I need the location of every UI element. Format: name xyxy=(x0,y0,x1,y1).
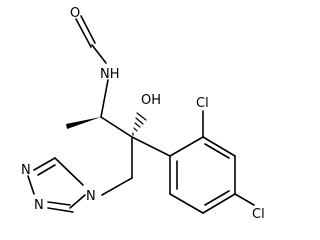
dichlorophenyl-ring xyxy=(169,136,236,214)
triazole-n1-label: N xyxy=(86,189,96,204)
para-chloro-label: Cl xyxy=(252,207,265,222)
nh-label: NH xyxy=(100,67,120,82)
triazole-ring xyxy=(27,157,86,213)
c2-aryl-bond xyxy=(131,136,171,157)
carbonyl-double-bond-a xyxy=(75,18,92,48)
formyl-c-n-bond xyxy=(91,44,107,64)
n-c-bond xyxy=(100,79,109,118)
carbonyl-double-bond-b xyxy=(80,15,96,44)
hydroxyl-label: OH xyxy=(141,93,161,108)
triazole-n4-label: N xyxy=(21,163,31,178)
chemical-structure-diagram: O NH OH Cl Cl N N N xyxy=(21,6,265,222)
carbonyl-oxygen-label: O xyxy=(70,6,80,21)
c1-c2-bond xyxy=(100,116,133,138)
ch2-n-bond xyxy=(101,177,133,196)
para-cl-bond xyxy=(234,193,255,206)
hydroxyl-hashed-wedge xyxy=(132,112,147,136)
ortho-chloro-label: Cl xyxy=(196,96,209,111)
methyl-wedge-bond xyxy=(66,117,101,129)
triazole-n2-label: N xyxy=(34,198,44,213)
